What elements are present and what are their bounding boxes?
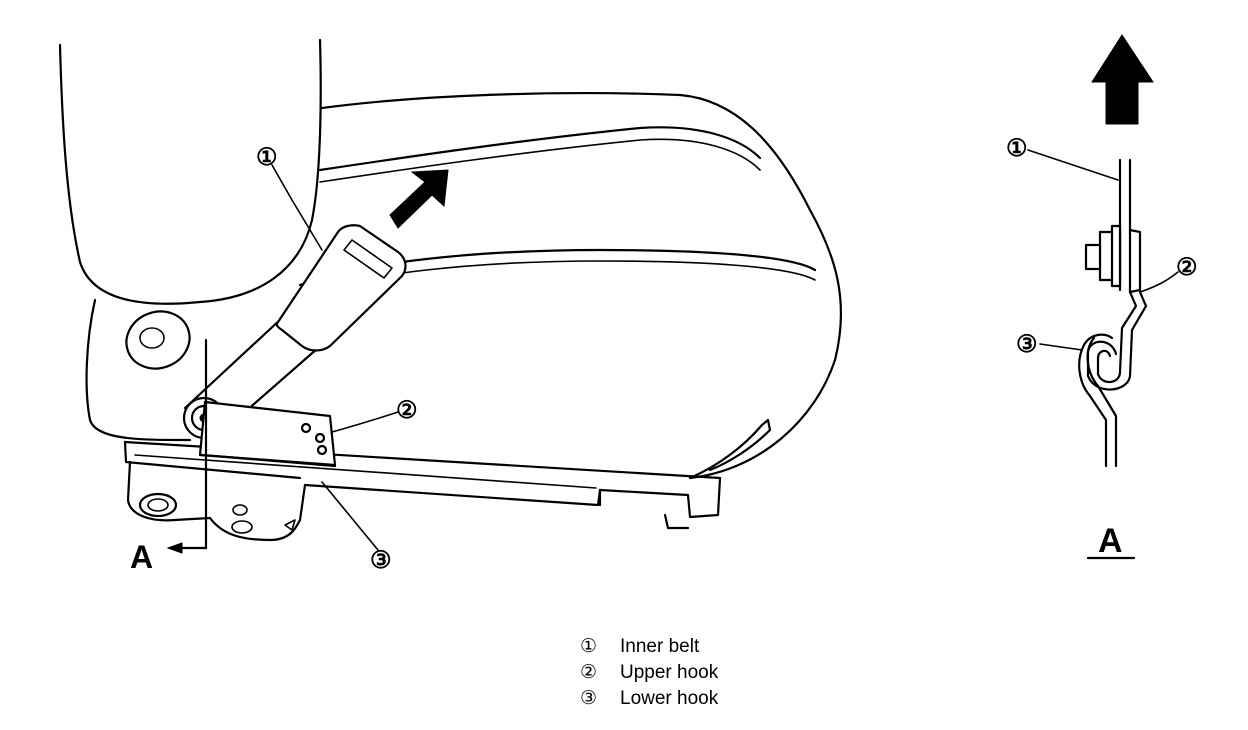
seat-belt-buckle (275, 224, 407, 352)
legend-text: Inner belt (620, 636, 700, 657)
seat-base (85, 298, 192, 442)
section-callout-1: ① (1006, 135, 1028, 162)
section-upper-hook (1096, 290, 1138, 384)
legend-num: ③ (580, 688, 598, 709)
recliner-knob (125, 310, 191, 370)
up-arrow (1091, 34, 1154, 125)
legend-item-upper-hook: ② Upper hook (580, 660, 718, 686)
legend-text: Lower hook (620, 688, 719, 709)
callout-1: ① (256, 144, 278, 171)
section-lower-hook (1078, 343, 1108, 468)
legend-num: ① (580, 636, 598, 657)
seat-cushion (320, 91, 843, 480)
seat-rail (123, 440, 722, 519)
section-callout-3: ③ (1016, 331, 1038, 358)
rail-bracket (126, 460, 307, 542)
seat-back (58, 38, 322, 305)
section-label-left: A (130, 539, 153, 575)
legend-item-lower-hook: ③ Lower hook (580, 686, 718, 712)
callout-2: ② (396, 397, 418, 424)
legend-text: Upper hook (620, 662, 719, 683)
legend-num: ② (580, 662, 598, 683)
section-label-right: A (1098, 522, 1123, 560)
callout-3: ③ (370, 547, 392, 574)
section-view-a: ① ② ③ A (1006, 34, 1198, 560)
legend: ① Inner belt ② Upper hook ③ Lower hook (580, 634, 718, 712)
seat-illustration: A ① ② ③ (58, 38, 843, 575)
section-callout-2: ② (1176, 254, 1198, 281)
pull-direction-arrow (389, 169, 449, 229)
legend-item-inner-belt: ① Inner belt (580, 634, 718, 660)
